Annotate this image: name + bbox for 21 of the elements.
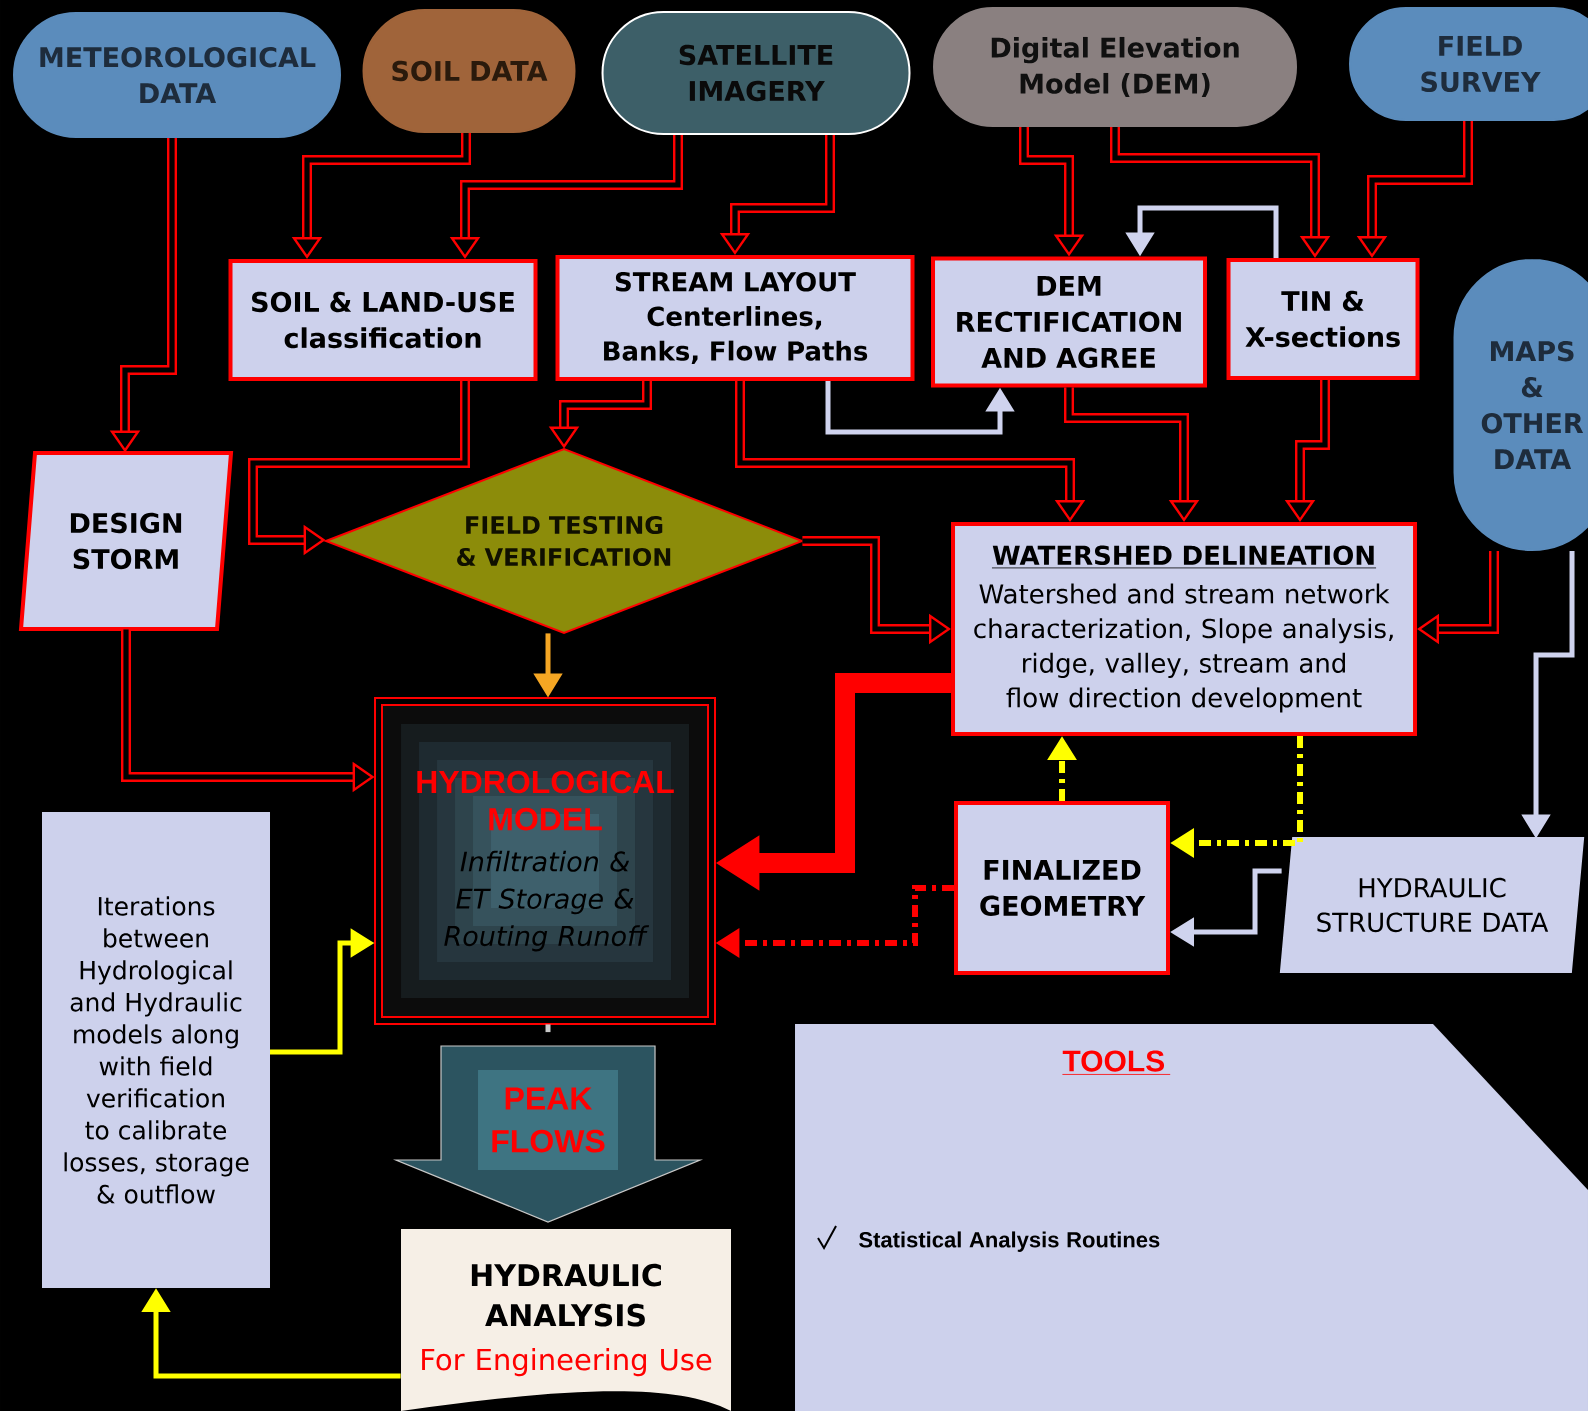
process-box: WATERSHED DELINEATION Watershed and stream network characterization, Slope analysis, ridge, valley, stream and flow direction development — [951, 522, 1417, 736]
process-box: DEM RECTIFICATION AND AGREE — [931, 256, 1207, 388]
data-source-pill: SOIL DATA — [362, 9, 576, 133]
process-box: SOIL & LAND-USE classification — [228, 259, 538, 381]
note-box: Iterations between Hydrological and Hydraulic models along with field verification to calibrate losses, storage & outflow — [42, 812, 270, 1288]
arrow — [735, 381, 1086, 522]
process-box: FINALIZED GEOMETRY — [954, 801, 1170, 975]
arrow — [1110, 127, 1331, 258]
model-box: HYDROLOGICAL MODEL Infiltration & ET Storage & Routing Runoff — [374, 697, 716, 1025]
connector — [545, 1024, 551, 1033]
data-source-pill: METEOROLOGICAL DATA — [13, 12, 341, 138]
data-source-pill: SATELLITE IMAGERY — [601, 11, 911, 135]
data-source-pill: MAPS & OTHER DATA — [1453, 259, 1588, 551]
data-source-pill: FIELD SURVEY — [1349, 7, 1588, 121]
data-source-pill: Digital Elevation Model (DEM) — [933, 7, 1297, 127]
process-box: TIN & X-sections — [1226, 258, 1420, 380]
arrow — [1064, 387, 1200, 522]
process-box: STREAM LAYOUT Centerlines, Banks, Flow Paths — [555, 255, 915, 381]
arrow — [1417, 551, 1499, 645]
down-arrow-box: PEAK FLOWS — [392, 1045, 704, 1223]
tools-panel: TOOLS Statistical Analysis Routines — [795, 1024, 1588, 1411]
